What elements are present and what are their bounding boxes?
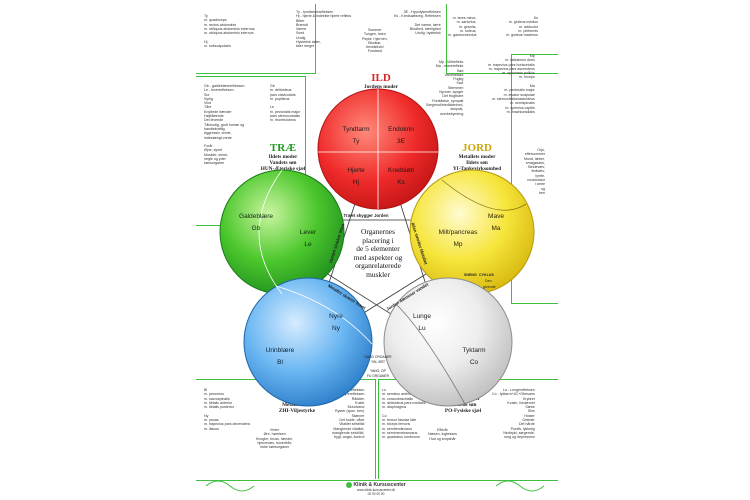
text-bottom-left-c: Vinter Øre, hørelsen Knogler, brusk, tæn… [256, 428, 294, 450]
title-earth: JORD Metallets moder Ildets søn YI-Tanke… [432, 142, 522, 172]
earth-organ-mp: Mp [453, 241, 462, 248]
footer-website: www.klinik-kursuscenter.dk [356, 488, 396, 492]
text-bottom-right-a: Lu m. serratus anterior m. coracobrachia… [382, 388, 426, 440]
fire-organ-tyndtarm: Tyndtarm [342, 126, 369, 133]
footer: Klinik & Kursuscenter www.klinik-kursusc… [336, 482, 416, 496]
decorative-swirls [205, 480, 545, 492]
metal-organ-co: Co [470, 359, 479, 366]
wood-organ-lever: Lever [300, 229, 317, 236]
text-top-left: Ty m. quadriceps m. rectus abdominis m. … [204, 14, 255, 49]
label-sheng: SHENG [464, 273, 477, 277]
text-top-mid-a: Ty - tyndtarmsrefleksen Hj - hjerte & in… [296, 10, 352, 49]
earth-name: JORD [462, 142, 492, 154]
title-wood: TRÆ Ildets moder Vandets søn HUN-Æterisk… [238, 142, 328, 172]
center-text: Organernes placering i de 5 elementer me… [353, 227, 403, 279]
text-bottom-right-b: Efterår Næsen, lugtesans Hud og kropshår [428, 428, 457, 441]
frame-top-right [446, 4, 558, 74]
text-right-a: Mp - Miltrefleks Ma - maverefleks Sød Va… [426, 60, 464, 116]
water-organ-nyre: Nyre [329, 313, 343, 320]
wood-name: TRÆ [269, 142, 297, 154]
footer-phone: 00 00 00 00 [367, 492, 385, 496]
metal-circle [383, 277, 513, 407]
fire-name: ILD [371, 72, 391, 84]
metal-organ-lunge: Lunge [413, 313, 431, 320]
poster: Ty m. quadriceps m. rectus abdominis m. … [196, 4, 558, 494]
text-top-right-c: Ks m. gluteus medius m. adductor m. piri… [506, 16, 538, 38]
label-givende: givende [483, 285, 496, 289]
label-fu-organer: FU ORGANER [367, 374, 390, 378]
text-right-c: Orjo, eftersommer Mund, læber, smagssans… [524, 148, 545, 195]
wood-organ-gb: Gb [252, 225, 261, 232]
earth-divider [441, 179, 527, 211]
frame-bottom-line [196, 480, 558, 481]
label-cyklus: CYKLUS [479, 273, 494, 277]
footer-logo-icon [346, 482, 353, 488]
frame-outer [196, 4, 558, 492]
frame-top-left [196, 4, 316, 74]
water-organ-urinblaere: Urinblære [266, 347, 295, 354]
earth-organ-ma: Ma [491, 225, 500, 232]
wood-circle [219, 169, 345, 295]
metal-organ-lu: Lu [418, 325, 426, 332]
five-elements-diagram: Tyndtarm Ty Endokrin 3E Hjerte Hj Kredsl… [219, 88, 535, 407]
text-bottom-left-a: Bl m. peroneus m. sacrospinalis m. tibia… [204, 388, 251, 431]
text-top-mid-b: Sommer Tungen, talen Psyke i hjernen, Bl… [362, 28, 388, 54]
earth-organ-milt: Milt/pancreas [439, 229, 478, 236]
footer-brand: Klinik & Kursuscenter [353, 482, 406, 488]
arrow-label-wood-earth: Træet skygger Jorden [344, 213, 389, 218]
text-left-b: Gb m. deltoideus pars clavicularis m. po… [270, 84, 301, 123]
text-bottom-left-b: Bl - blærerefleksen Ny - nyrerefleksen R… [332, 388, 365, 440]
earth-organ-mave: Mave [488, 213, 504, 220]
label-yin-ost: YIN, ØST [371, 360, 385, 364]
frame-right [511, 54, 558, 304]
text-top-right-a: 3E - Hypofyserefleksen Ks - Kredsløbsreg… [394, 10, 441, 36]
text-right-b: Mp m. latissimus dorsi m. trapezius pars… [488, 54, 535, 114]
metal-divider [395, 303, 467, 407]
fire-organ-ks: Ks [397, 179, 405, 186]
label-yang-op: YANG, OP [370, 369, 386, 373]
text-left-a: Gb - galdeblærerefleksen Le - leverrefle… [204, 84, 245, 166]
water-circle [243, 277, 373, 407]
label-dang-organer: DANG ORGANER [364, 355, 392, 359]
water-organ-bl: Bl [277, 359, 283, 366]
wood-organ-galdeblaere: Galdeblære [239, 213, 273, 220]
wood-organ-le: Le [304, 241, 312, 248]
water-divider [275, 285, 373, 345]
earth-sub: Metallets moder Ildets søn YI-Tankevirks… [452, 154, 502, 172]
fire-organ-hj: Hj [353, 179, 359, 186]
fire-organ-kredslob: Kredsløb [388, 167, 414, 174]
water-organ-ny: Ny [332, 325, 341, 332]
text-bottom-right-c: Lu - Lungerefleksen Co - tyktarm+I/C+Obe… [492, 388, 535, 440]
fire-organ-hjerte: Hjerte [347, 167, 365, 174]
metal-organ-tyktarm: Tyktarm [462, 347, 485, 354]
fire-organ-3e: 3E [397, 138, 406, 145]
text-top-right-b: m. teres minor, m. sartorius, m. gracili… [448, 16, 477, 38]
fire-organ-ty: Ty [353, 138, 361, 145]
wood-divider [258, 169, 283, 295]
label-den: Den [485, 279, 492, 283]
fire-organ-endokrin: Endokrin [388, 126, 414, 133]
wood-sub: Ildets moder Vandets søn HUN-Æteriske sj… [260, 154, 306, 172]
